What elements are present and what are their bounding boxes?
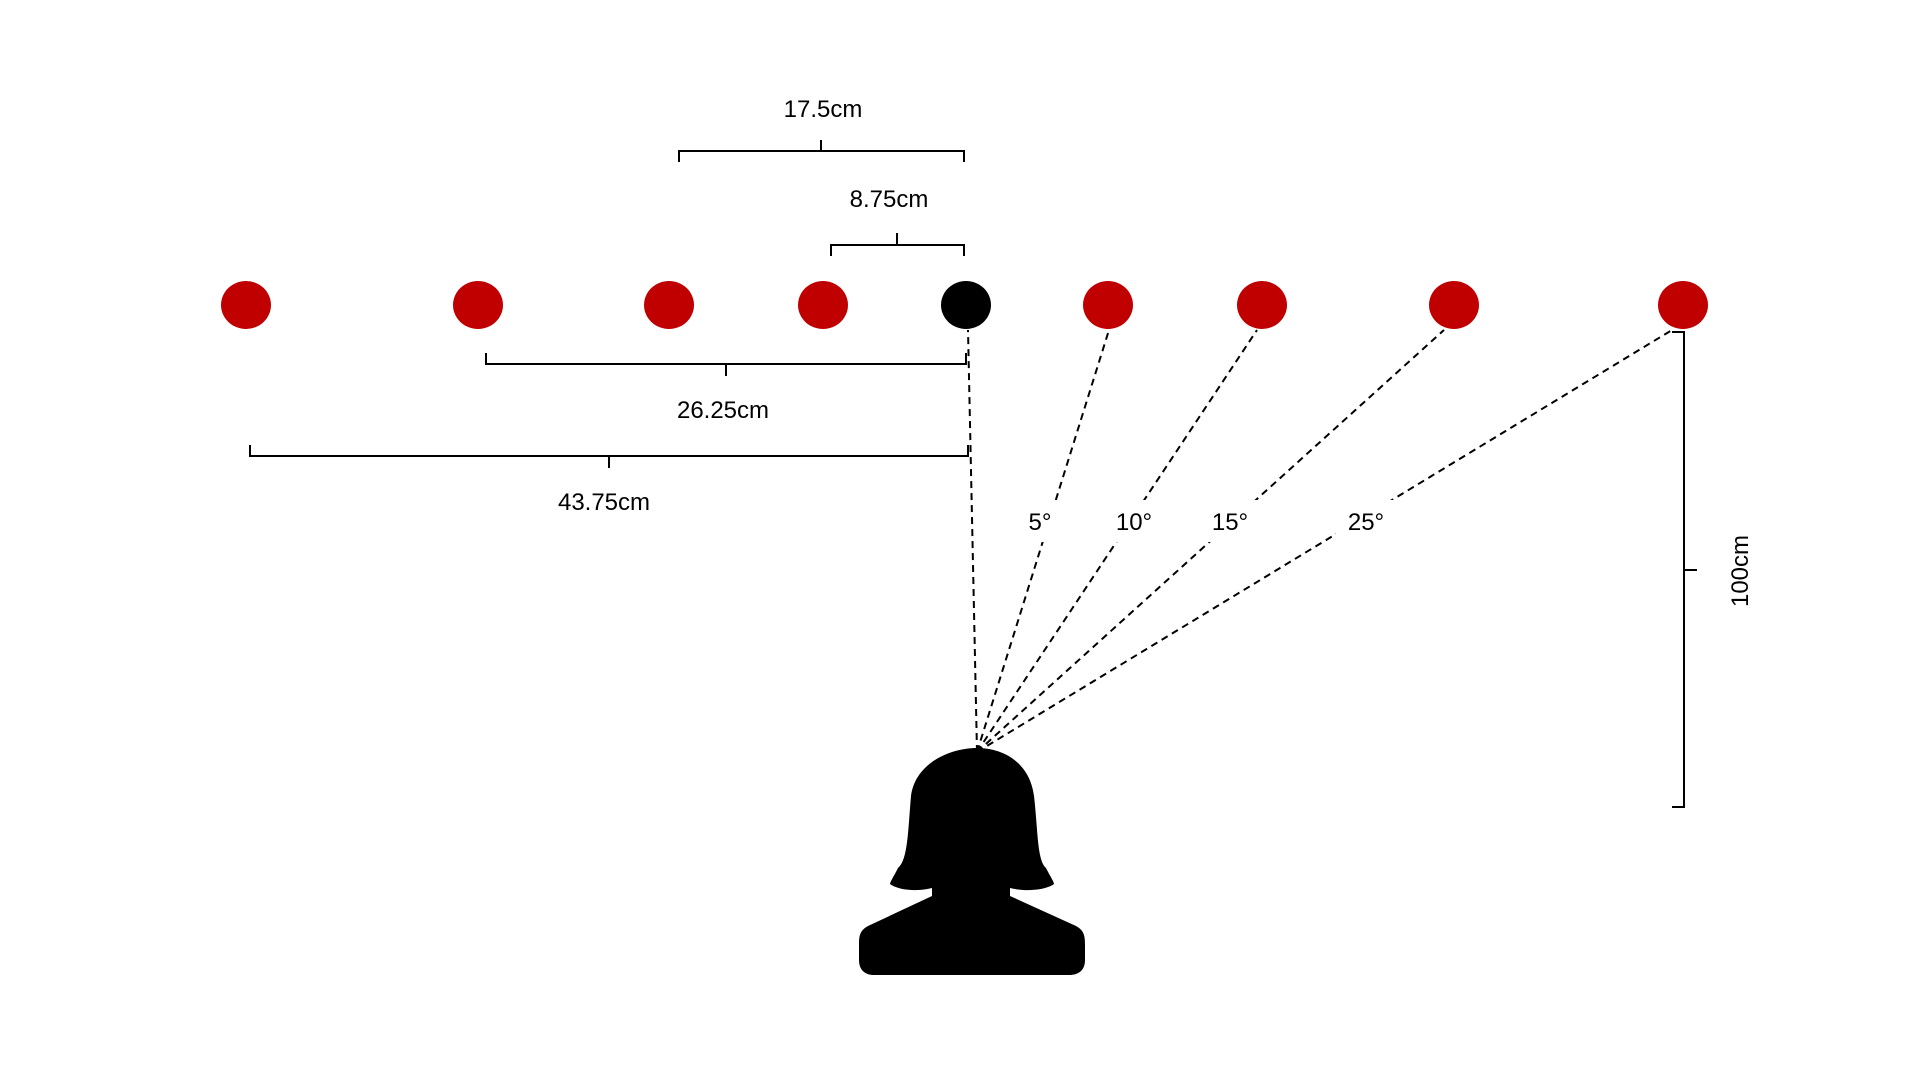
bracket-8-75cm: 8.75cm: [830, 186, 965, 256]
bracket-43-75cm: 43.75cm: [249, 445, 969, 516]
target-right-5deg: [1083, 281, 1133, 329]
bracket-100cm: 100cm: [1672, 331, 1754, 808]
target-left-5deg: [798, 281, 848, 329]
distance-label-43-75cm: 43.75cm: [558, 489, 650, 516]
fixation-dot: [941, 281, 991, 329]
target-right-15deg: [1429, 281, 1479, 329]
target-left-25deg: [221, 281, 271, 329]
sight-line-25deg: [976, 329, 1673, 753]
sight-line-0deg: [967, 329, 978, 753]
target-left-10deg: [644, 281, 694, 329]
target-left-15deg: [453, 281, 503, 329]
stimulus-row: [221, 281, 1708, 329]
angle-label-15: 15°: [1212, 509, 1248, 536]
distance-label-8-75cm: 8.75cm: [850, 186, 929, 213]
distance-label-17-5cm: 17.5cm: [784, 96, 863, 123]
bracket-26-25cm: 26.25cm: [485, 353, 967, 424]
distance-label-100cm: 100cm: [1727, 535, 1754, 607]
target-right-10deg: [1237, 281, 1287, 329]
distance-label-26-25cm: 26.25cm: [677, 397, 769, 424]
target-right-25deg: [1658, 281, 1708, 329]
angle-label-gaps: [1016, 500, 1396, 542]
angle-label-10: 10°: [1116, 509, 1152, 536]
angle-label-25: 25°: [1348, 509, 1384, 536]
person-silhouette-icon: [859, 748, 1085, 975]
sight-lines: [967, 329, 1673, 753]
angle-label-5: 5°: [1029, 509, 1052, 536]
bracket-17-5cm: 17.5cm: [678, 96, 965, 162]
